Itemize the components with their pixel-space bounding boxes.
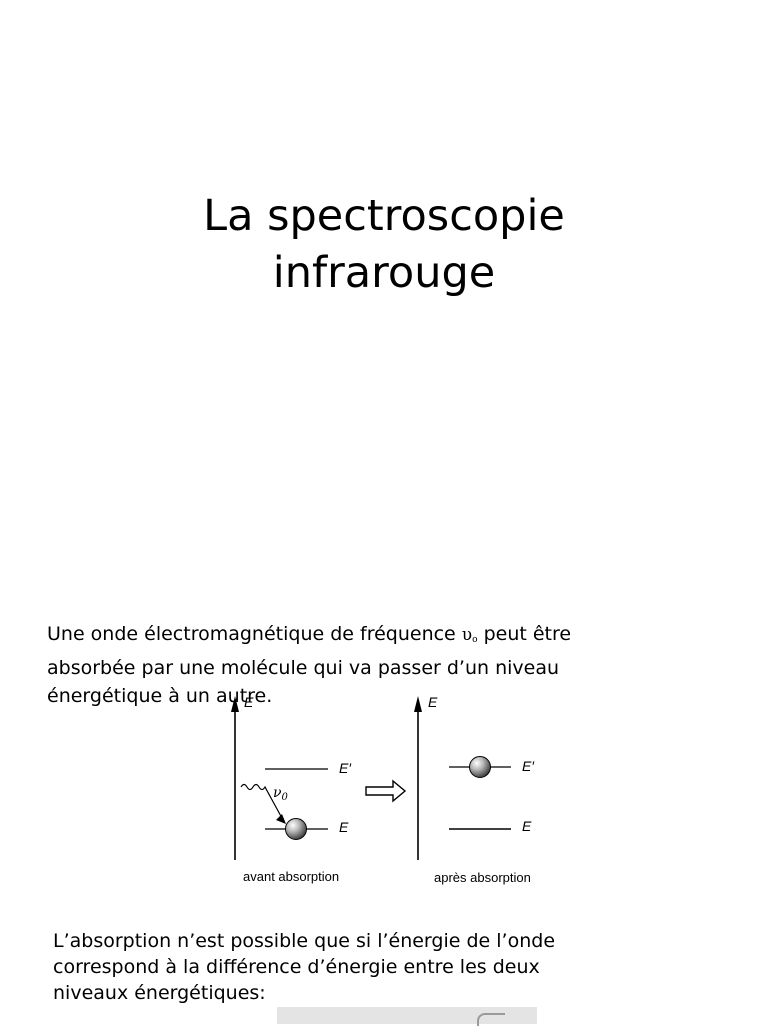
molecule-ball-ground: [285, 818, 307, 840]
energy-level-diagram: E E′ E ν0 avant absorption E E′ E après …: [231, 694, 535, 885]
right-upper-level-label: E′: [522, 758, 535, 774]
frequency-symbol-letter: υ: [461, 625, 473, 645]
photon-wave: [240, 783, 284, 821]
caption-after-absorption: après absorption: [434, 870, 531, 885]
intro-line-1-end: peut être: [477, 623, 572, 645]
photon-label: ν0: [273, 785, 289, 803]
intro-line-2: absorbée par une molécule qui va passer …: [47, 657, 560, 679]
photon-symbol: ν: [273, 785, 282, 801]
slide-title: La spectroscopie infrarouge: [0, 188, 768, 302]
molecule-ball-excited: [469, 756, 491, 778]
left-upper-level-label: E′: [339, 760, 352, 776]
condition-line-3: niveaux énergétiques:: [53, 982, 266, 1004]
transition-arrow: [365, 779, 407, 803]
right-axis-label: E: [428, 694, 438, 710]
frequency-symbol: υo: [462, 625, 478, 645]
left-axis-label: E: [244, 694, 254, 710]
after-absorption-panel: E E′ E après absorption: [414, 694, 535, 885]
intro-line-1-start: Une onde électromagnétique de fréquence: [47, 623, 462, 645]
right-lower-level-label: E: [522, 818, 532, 834]
slide-title-line-1: La spectroscopie: [203, 191, 565, 241]
frequency-symbol-subscript: o: [472, 635, 478, 645]
cropped-formula-image: [277, 1007, 537, 1026]
condition-line-2: correspond à la différence d’énergie ent…: [53, 956, 540, 978]
intro-line-3: énergétique à un autre.: [47, 685, 273, 707]
slide-title-line-2: infrarouge: [272, 248, 496, 298]
photon-subscript: 0: [282, 792, 289, 803]
photon-arrowhead: [276, 814, 286, 824]
caption-before-absorption: avant absorption: [243, 869, 339, 884]
left-axis-arrowhead: [231, 696, 239, 712]
intro-line-1: Une onde électromagnétique de fréquence …: [47, 620, 727, 654]
image-fragment: [477, 1013, 505, 1026]
left-lower-level-label: E: [339, 819, 349, 835]
condition-paragraph: L’absorption n’est possible que si l’éne…: [53, 928, 733, 1006]
before-absorption-panel: E E′ E ν0 avant absorption: [231, 694, 352, 884]
right-axis-arrowhead: [414, 696, 422, 712]
intro-paragraph: Une onde électromagnétique de fréquence …: [47, 620, 727, 710]
condition-line-1: L’absorption n’est possible que si l’éne…: [53, 930, 556, 952]
